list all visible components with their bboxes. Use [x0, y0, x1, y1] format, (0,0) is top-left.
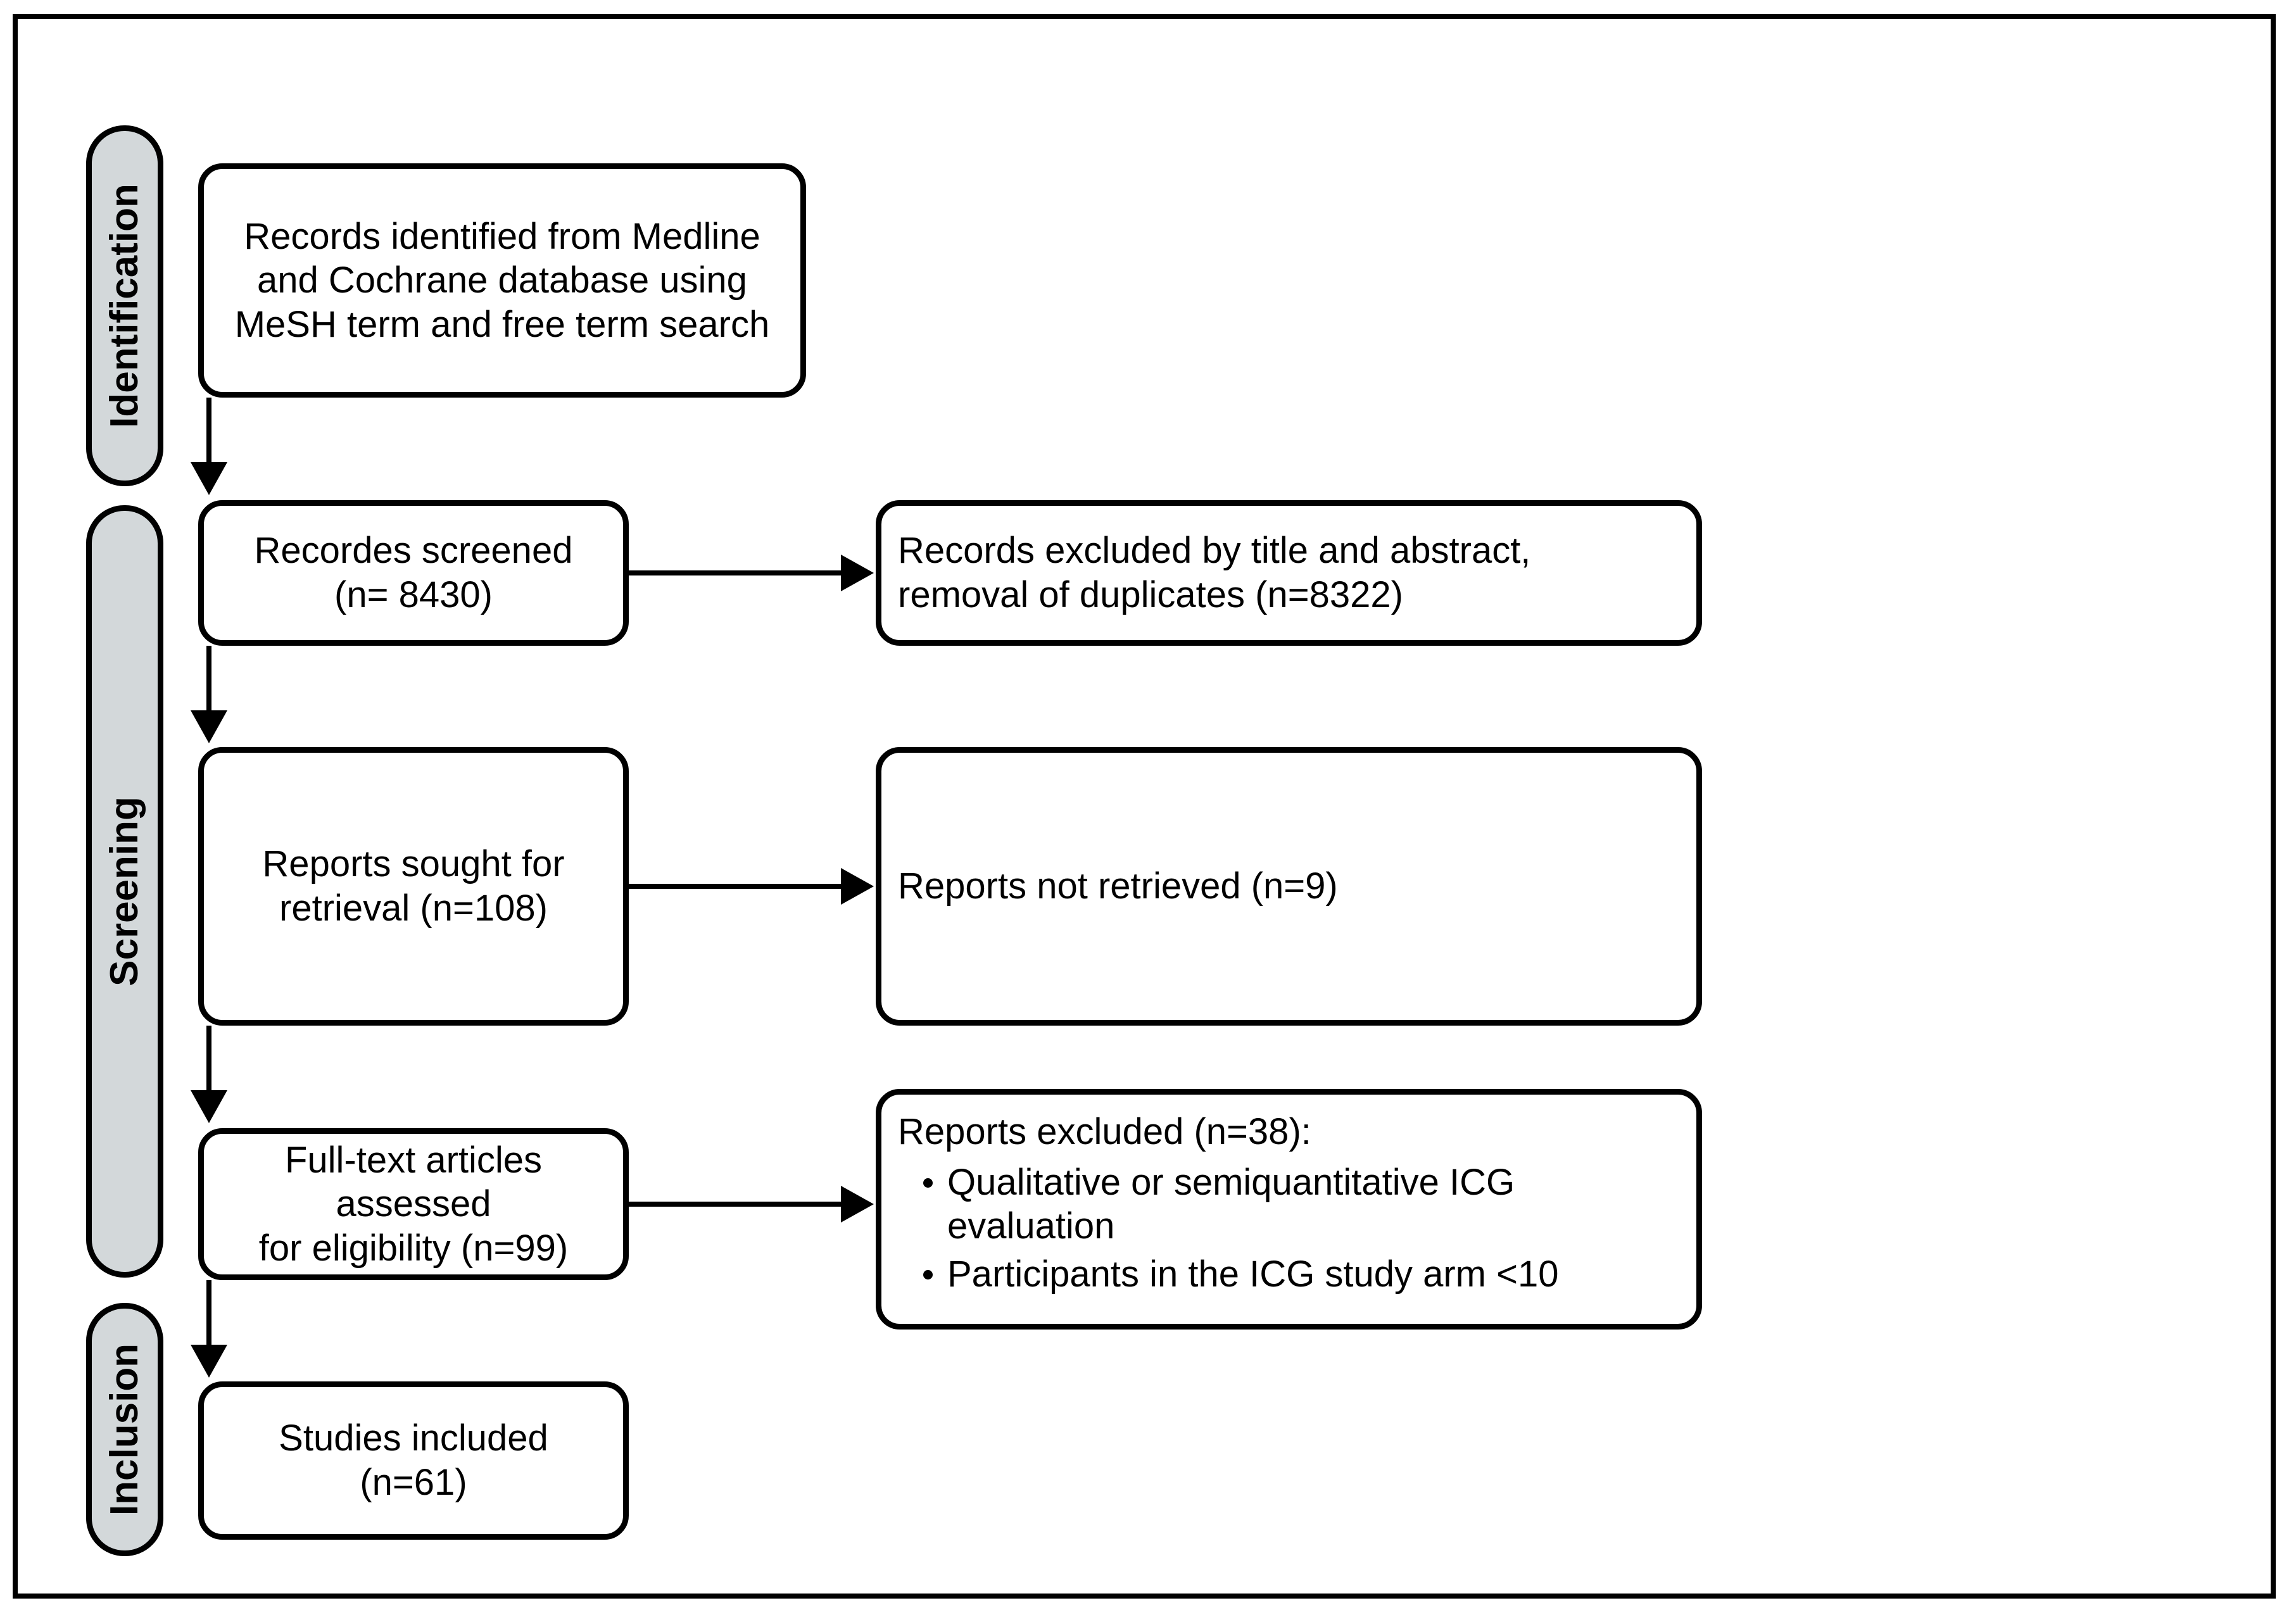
- box-reports-not-retrieved: Reports not retrieved (n=9): [876, 747, 1702, 1026]
- box-fulltext-assessed-text: Full-text articles assessed for eligibil…: [204, 1138, 623, 1271]
- stage-label-identification: Identification: [103, 184, 146, 428]
- stage-pill-screening: Screening: [86, 505, 163, 1278]
- box-records-excluded-line2: removal of duplicates (n=8322): [898, 574, 1403, 615]
- arrowhead-fulltext-to-excluded: [841, 1186, 874, 1223]
- stage-pill-identification: Identification: [86, 125, 163, 486]
- box-reports-not-retrieved-text: Reports not retrieved (n=9): [898, 865, 1338, 907]
- connector-fulltext-to-excluded: [629, 1202, 844, 1207]
- arrowhead-screened-to-sought: [191, 710, 227, 743]
- connector-screened-to-sought: [206, 646, 211, 722]
- connector-fulltext-to-included: [206, 1280, 211, 1356]
- arrowhead-screened-to-excluded: [841, 555, 874, 591]
- box-records-excluded-line1: Records excluded by title and abstract,: [898, 530, 1531, 572]
- arrowhead-identified-to-screened: [191, 462, 227, 495]
- connector-sought-to-fulltext: [206, 1026, 211, 1102]
- list-item: Qualitative or semiquantitative ICG eval…: [923, 1160, 1680, 1248]
- box-reports-excluded-heading: Reports excluded (n=38):: [898, 1111, 1311, 1152]
- box-records-screened: Recordes screened (n= 8430): [198, 500, 629, 646]
- box-studies-included-text: Studies included (n=61): [279, 1418, 548, 1503]
- box-reports-sought-line2: retrieval (n=108): [279, 888, 548, 929]
- box-records-excluded-text: Records excluded by title and abstract, …: [881, 529, 1696, 617]
- arrowhead-sought-to-not-retrieved: [841, 868, 874, 905]
- box-fulltext-assessed: Full-text articles assessed for eligibil…: [198, 1128, 629, 1280]
- box-reports-excluded-text: Reports excluded (n=38): Qualitative or …: [881, 1095, 1696, 1300]
- arrowhead-sought-to-fulltext: [191, 1090, 227, 1123]
- box-reports-sought-text: Reports sought for retrieval (n=108): [204, 842, 623, 930]
- box-reports-sought: Reports sought for retrieval (n=108): [198, 747, 629, 1026]
- box-reports-sought-line1: Reports sought for: [262, 843, 565, 885]
- box-fulltext-assessed-line1: Full-text articles assessed: [284, 1139, 543, 1225]
- box-records-screened-line1: Recordes screened: [254, 530, 573, 572]
- figure-frame: Identification Screening Inclusion Recor…: [13, 14, 2276, 1599]
- connector-identified-to-screened: [206, 398, 211, 474]
- list-item: Participants in the ICG study arm <10: [923, 1252, 1680, 1297]
- stage-label-inclusion: Inclusion: [103, 1343, 147, 1516]
- arrowhead-fulltext-to-included: [191, 1345, 227, 1378]
- box-fulltext-assessed-line2: for eligibility (n=99): [258, 1227, 569, 1269]
- box-records-identified: Records identified from Medline and Coch…: [198, 163, 806, 398]
- box-records-screened-line2: (n= 8430): [334, 574, 493, 615]
- stage-pill-inclusion: Inclusion: [86, 1303, 163, 1556]
- box-reports-excluded: Reports excluded (n=38): Qualitative or …: [876, 1089, 1702, 1330]
- box-records-identified-text: Records identified from Medline and Coch…: [234, 215, 770, 345]
- box-studies-included: Studies included (n=61): [198, 1381, 629, 1540]
- stage-label-screening: Screening: [103, 796, 146, 986]
- box-records-screened-text: Recordes screened (n= 8430): [204, 529, 623, 617]
- box-reports-excluded-list: Qualitative or semiquantitative ICG eval…: [898, 1160, 1680, 1297]
- box-records-excluded: Records excluded by title and abstract, …: [876, 500, 1702, 646]
- connector-screened-to-excluded: [629, 570, 844, 575]
- connector-sought-to-not-retrieved: [629, 884, 844, 889]
